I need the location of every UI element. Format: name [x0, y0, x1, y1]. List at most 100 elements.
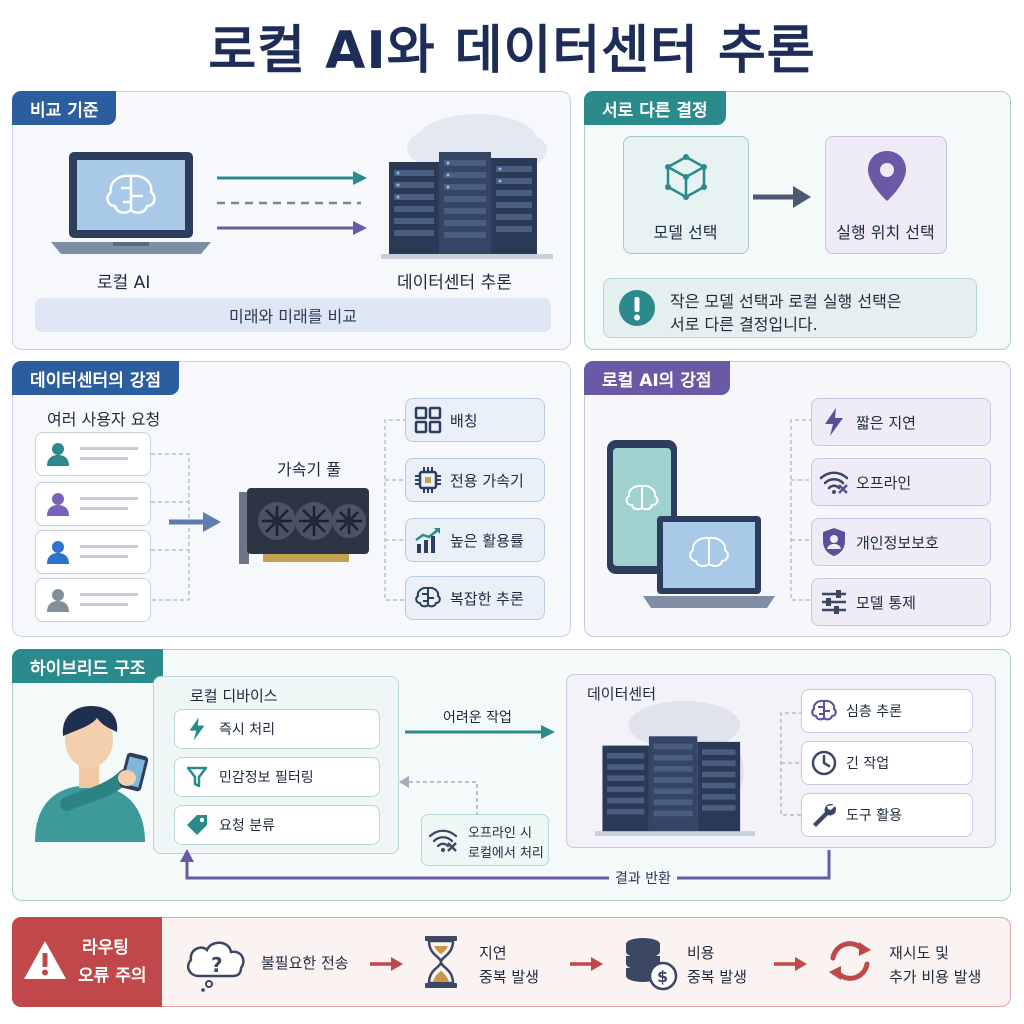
strength-batching-label: 배칭: [450, 411, 478, 430]
routing-step-2-line1: 지연: [479, 944, 507, 962]
sliders-icon: [812, 589, 856, 615]
info-alert-icon: [618, 289, 656, 327]
model-select-box: 모델 선택: [623, 136, 749, 254]
routing-tag-line2: 오류 주의: [78, 966, 147, 986]
page-title: 로컬 AI와 데이터센터 추론: [208, 21, 816, 81]
hybrid-panel: 하이브리드 구조 로컬 디바이스 즉시 처리 민감정보 필터링 요청 분류: [12, 649, 1011, 901]
offline-line2: 로컬에서 처리: [468, 846, 544, 861]
strength-privacy-label: 개인정보보호: [856, 533, 939, 552]
device-immediate-processing-label: 즉시 처리: [219, 722, 275, 738]
location-pin-icon: [866, 149, 908, 203]
routing-step-1-line1: 불필요한 전송: [261, 954, 349, 972]
user-request-row: [35, 432, 151, 476]
local-strengths-tag: 로컬 AI의 강점: [584, 361, 730, 395]
datacenter-label: 데이터센터: [587, 685, 657, 703]
datacenter-inference-label: 데이터센터 추론: [397, 273, 512, 293]
strength-complex-inference-label: 복잡한 추론: [450, 589, 524, 608]
dc-strengths-tag: 데이터센터의 강점: [12, 361, 180, 395]
device-sensitive-filtering: 민감정보 필터링: [174, 757, 380, 797]
user-teal-icon: [36, 442, 80, 466]
tag-icon: [175, 813, 219, 837]
warning-icon: [22, 939, 68, 981]
routing-tag: 라우팅 오류 주의: [12, 917, 162, 1007]
retry-icon: [825, 936, 875, 986]
grid-icon: [406, 406, 450, 434]
phone-laptop-brain-icon: [605, 436, 783, 612]
gpu-accelerator-icon: [235, 484, 371, 570]
decision-note: 작은 모델 선택과 로컬 실행 선택은 서로 다른 결정입니다.: [603, 278, 977, 338]
offline-line1: 오프라인 시: [468, 826, 532, 841]
decision-tag: 서로 다른 결정: [584, 91, 726, 125]
routing-step-4-line1: 재시도 및: [889, 944, 949, 962]
location-select-label: 실행 위치 선택: [836, 223, 935, 242]
strength-complex-inference: 복잡한 추론: [405, 576, 545, 620]
device-request-classification: 요청 분류: [174, 805, 380, 845]
strength-dedicated-accelerator: 전용 가속기: [405, 458, 545, 502]
strength-model-control-label: 모델 통제: [856, 593, 916, 612]
model-select-label: 모델 선택: [653, 223, 718, 242]
local-strengths-panel: 로컬 AI의 강점 짧은 지연 오프라인 개인정보보호 모델 통제: [584, 361, 1011, 637]
offline-return-arrow: [397, 770, 487, 818]
user-blue-icon: [36, 540, 80, 564]
decision-note-line2: 서로 다른 결정입니다.: [670, 315, 818, 334]
result-return-arrow: [179, 848, 833, 884]
dc-items-bracket: [775, 711, 805, 821]
strength-high-utilization: 높은 활용률: [405, 518, 545, 562]
compare-note-text: 미래와 미래를 비교: [229, 307, 357, 326]
user-gray-icon: [36, 588, 80, 612]
result-label-wrap: 결과 반환: [609, 868, 677, 888]
users-label: 여러 사용자 요청: [47, 410, 161, 429]
hourglass-icon: [423, 934, 459, 990]
users-bracket: [151, 452, 231, 602]
cube-icon: [660, 151, 712, 203]
routing-arrow: [569, 954, 605, 974]
user-request-row: [35, 530, 151, 574]
datacenter-server-icon: [381, 110, 553, 260]
compare-panel: 비교 기준 로컬 AI: [12, 91, 571, 350]
filter-icon: [175, 766, 219, 788]
hard-task-label: 어려운 작업: [443, 710, 512, 726]
clock-icon: [802, 749, 846, 777]
strength-privacy: 개인정보보호: [811, 518, 991, 566]
compare-note: 미래와 미래를 비교: [35, 298, 551, 332]
local-device-label: 로컬 디바이스: [190, 687, 278, 705]
dc-long-task: 긴 작업: [801, 741, 973, 785]
items-bracket: [379, 418, 409, 608]
routing-panel: 라우팅 오류 주의 ? 불필요한 전송 지연 중복 발생 $ 비용 중복 발생 …: [12, 917, 1011, 1007]
dc-tool-use: 도구 활용: [801, 793, 973, 837]
lightning-icon: [175, 715, 219, 743]
chip-icon: [406, 466, 450, 494]
dc-long-task-label: 긴 작업: [846, 756, 890, 772]
routing-step-2-line2: 중복 발생: [479, 968, 539, 986]
person-phone-icon: [31, 704, 161, 842]
compare-arrows: [215, 168, 371, 238]
result-label: 결과 반환: [615, 871, 671, 887]
wifi-off-icon: [812, 469, 856, 495]
routing-tag-line1: 라우팅: [82, 938, 129, 958]
device-immediate-processing: 즉시 처리: [174, 709, 380, 749]
coins-dollar-icon: $: [623, 936, 679, 992]
brain-icon: [802, 697, 846, 725]
strength-high-utilization-label: 높은 활용률: [450, 531, 524, 550]
strength-offline: 오프라인: [811, 458, 991, 506]
dc-deep-inference: 심층 추론: [801, 689, 973, 733]
local-ai-label: 로컬 AI: [97, 273, 151, 293]
wifi-off-icon: [428, 827, 458, 853]
bar-chart-growth-icon: [406, 526, 450, 554]
compare-tag: 비교 기준: [12, 91, 117, 125]
routing-step-3-line1: 비용: [687, 944, 715, 962]
laptop-brain-icon: [51, 150, 211, 258]
datacenter-server-icon: [595, 697, 755, 837]
dc-deep-inference-label: 심층 추론: [846, 704, 902, 720]
device-request-classification-label: 요청 분류: [219, 818, 275, 834]
user-request-row: [35, 482, 151, 526]
svg-text:$: $: [657, 967, 668, 986]
decision-panel: 서로 다른 결정 모델 선택 실행 위치 선택 작은 모델 선택과 로컬 실행 …: [584, 91, 1011, 350]
strength-model-control: 모델 통제: [811, 578, 991, 626]
local-items-bracket: [785, 418, 815, 608]
offline-note: 오프라인 시 로컬에서 처리: [421, 814, 549, 866]
routing-arrow: [773, 954, 809, 974]
routing-step-4-line2: 추가 비용 발생: [889, 968, 982, 986]
datacenter-box: 데이터센터 심층 추론 긴: [566, 674, 996, 848]
cloud-question-icon: ?: [183, 934, 249, 992]
